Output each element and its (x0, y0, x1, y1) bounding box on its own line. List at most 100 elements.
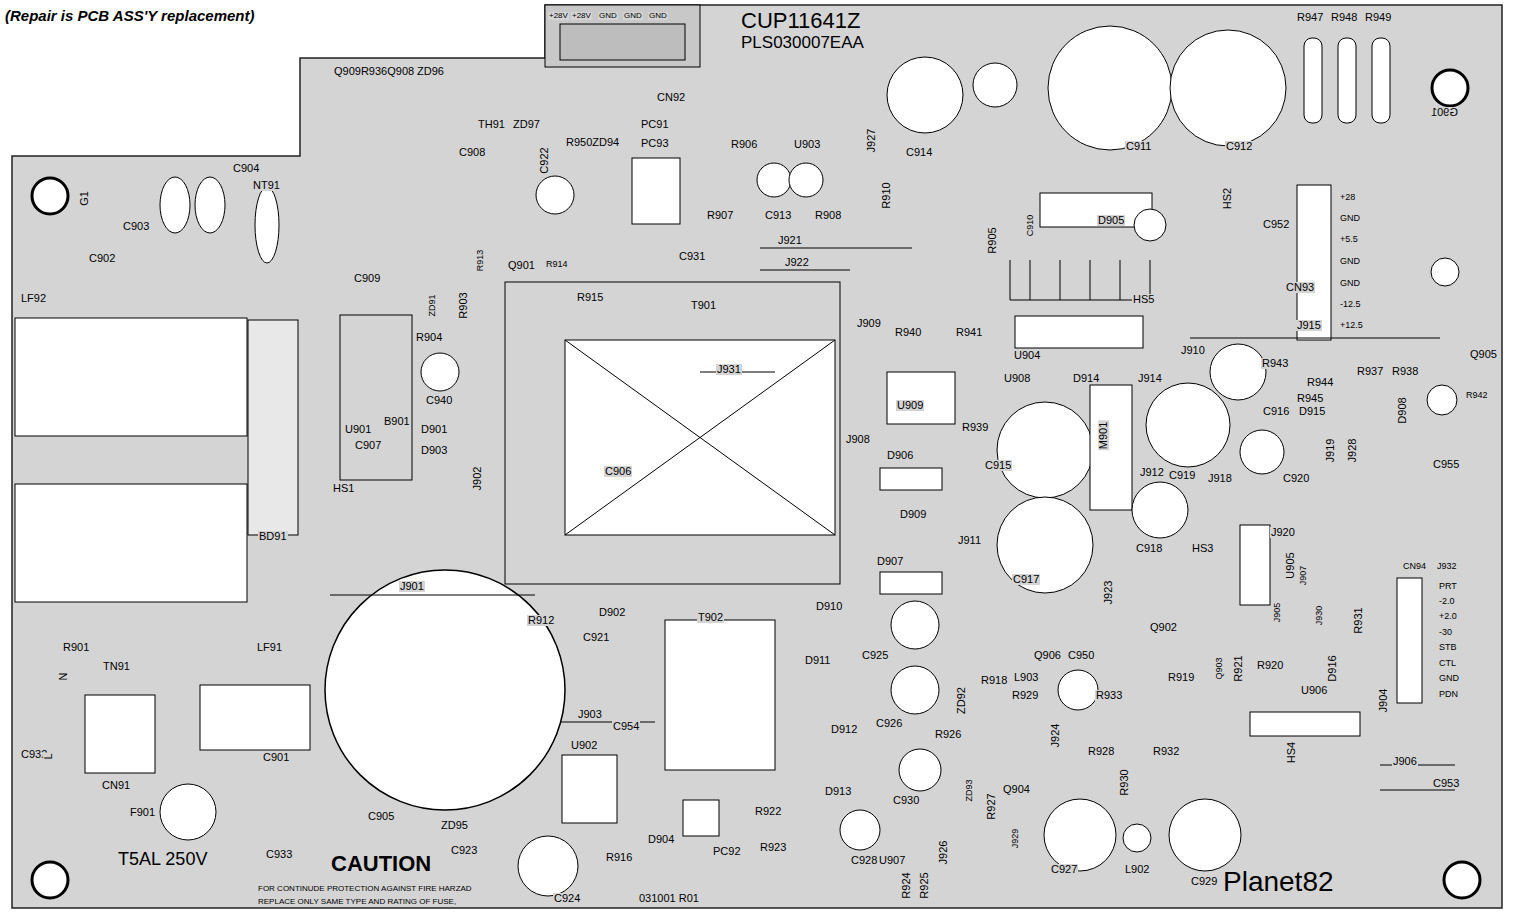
silkscreen-label: J924 (1050, 722, 1061, 748)
silkscreen-label: J931 (716, 364, 742, 375)
silkscreen-label: R916 (605, 852, 633, 863)
connector-body (560, 24, 685, 60)
silkscreen-label: J914 (1137, 373, 1163, 384)
silkscreen-label: R928 (1087, 746, 1115, 757)
silkscreen-label: J929 (1012, 827, 1021, 849)
mounting-hole (1444, 862, 1480, 898)
silkscreen-label: D910 (815, 601, 843, 612)
silkscreen-label: R924 (900, 871, 911, 899)
silkscreen-label: C929 (1190, 876, 1218, 887)
silkscreen-label: C923 (450, 845, 478, 856)
silkscreen-label: J902 (472, 465, 483, 491)
silkscreen-label: C926 (875, 718, 903, 729)
silkscreen-label: C907 (354, 440, 382, 451)
silkscreen-label: U908 (1003, 373, 1031, 384)
ic-outline (887, 372, 955, 424)
mounting-hole (1134, 209, 1166, 241)
silkscreen-label: ZD95 (440, 820, 469, 831)
regulator-symbol (789, 163, 823, 197)
silkscreen-label: R943 (1261, 358, 1289, 369)
ic-outline (1015, 316, 1143, 348)
silkscreen-label: R907 (706, 210, 734, 221)
silkscreen-label: U904 (1013, 350, 1041, 361)
silkscreen-label: R945 (1296, 393, 1324, 404)
silkscreen-label: R933 (1095, 690, 1123, 701)
capacitor-symbol (891, 666, 939, 714)
silkscreen-label: C925 (861, 650, 889, 661)
silkscreen-label: C924 (553, 893, 581, 904)
connector-body (1397, 578, 1422, 703)
silkscreen-label: ZD91 (427, 293, 436, 317)
silkscreen-label: J920 (1270, 527, 1296, 538)
silkscreen-label: C922 (538, 146, 549, 174)
silkscreen-label: R941 (955, 327, 983, 338)
silkscreen-label: R927 (985, 792, 996, 820)
silkscreen-label: C955 (1432, 459, 1460, 470)
silkscreen-label: J926 (938, 839, 949, 865)
silkscreen-label: J903 (577, 709, 603, 720)
silkscreen-label: -12.5 (1339, 300, 1362, 309)
silkscreen-label: J905 (1274, 601, 1283, 623)
silkscreen-label: C910 (1026, 213, 1035, 237)
silkscreen-label: J911 (957, 535, 982, 546)
silkscreen-label: D916 (1326, 654, 1337, 682)
silkscreen-label: L902 (1124, 864, 1150, 875)
silkscreen-label: M901 (1099, 420, 1110, 450)
silkscreen-label: R939 (961, 422, 989, 433)
silkscreen-label: CAUTION (330, 853, 432, 875)
silkscreen-label: GND (1339, 214, 1361, 223)
silkscreen-label: J901 (399, 581, 425, 592)
silkscreen-label: C908 (458, 147, 486, 158)
varistor-symbol (1090, 385, 1132, 510)
silkscreen-label: C915 (984, 460, 1012, 471)
silkscreen-label: R923 (759, 842, 787, 853)
silkscreen-label: ZD92 (956, 686, 967, 715)
capacitor-symbol (1146, 383, 1230, 467)
silkscreen-label: C905 (367, 811, 395, 822)
silkscreen-label: N (58, 671, 69, 681)
silkscreen-label: PLS030007EAA (740, 34, 865, 51)
silkscreen-label: C904 (232, 163, 260, 174)
silkscreen-label: LF91 (256, 642, 283, 653)
silkscreen-label: D915 (1298, 406, 1326, 417)
capacitor-symbol (160, 177, 190, 233)
capacitor-symbol (887, 57, 963, 133)
silkscreen-label: C954 (612, 721, 640, 732)
silkscreen-label: R932 (1152, 746, 1180, 757)
capacitor-symbol (325, 570, 565, 810)
silkscreen-label: FOR CONTINUDE PROTECTION AGAINST FIRE HA… (257, 885, 473, 893)
silkscreen-label: U902 (570, 740, 598, 751)
silkscreen-label: D911 (804, 655, 831, 666)
board-outline (12, 5, 1502, 908)
silkscreen-label: C913 (764, 210, 792, 221)
silkscreen-label: CTL (1438, 659, 1457, 668)
silkscreen-label: C950 (1067, 650, 1095, 661)
silkscreen-label: R920 (1256, 660, 1284, 671)
silkscreen-label: R947 (1296, 12, 1324, 23)
silkscreen-label: CUP11641Z (740, 10, 861, 32)
silkscreen-label: GND (598, 12, 618, 20)
capacitor-symbol (757, 163, 791, 197)
silkscreen-label: J930 (1316, 604, 1325, 626)
silkscreen-label: D913 (824, 786, 852, 797)
silkscreen-label: R950ZD94 (565, 137, 620, 148)
silkscreen-label: J932 (1436, 562, 1458, 571)
capacitor-symbol (1210, 344, 1266, 400)
silkscreen-label: R930 (1118, 768, 1129, 796)
silkscreen-label: C953 (1432, 778, 1460, 789)
silkscreen-label: C912 (1225, 141, 1253, 152)
silkscreen-label: J927 (866, 127, 877, 153)
ic-outline (340, 315, 412, 480)
silkscreen-label: -30 (1438, 628, 1453, 637)
silkscreen-label: D907 (876, 556, 904, 567)
silkscreen-label: J921 (777, 235, 803, 246)
silkscreen-label: J923 (1103, 579, 1114, 605)
silkscreen-label: J918 (1207, 473, 1233, 484)
connector-body (85, 695, 155, 773)
capacitor-symbol (1044, 799, 1116, 871)
silkscreen-label: 031001 R01 (638, 893, 700, 904)
silkscreen-label: R922 (754, 806, 782, 817)
heat-sink (1010, 260, 1150, 300)
silkscreen-label: CN91 (101, 780, 131, 791)
silkscreen-label: R914 (545, 260, 569, 269)
